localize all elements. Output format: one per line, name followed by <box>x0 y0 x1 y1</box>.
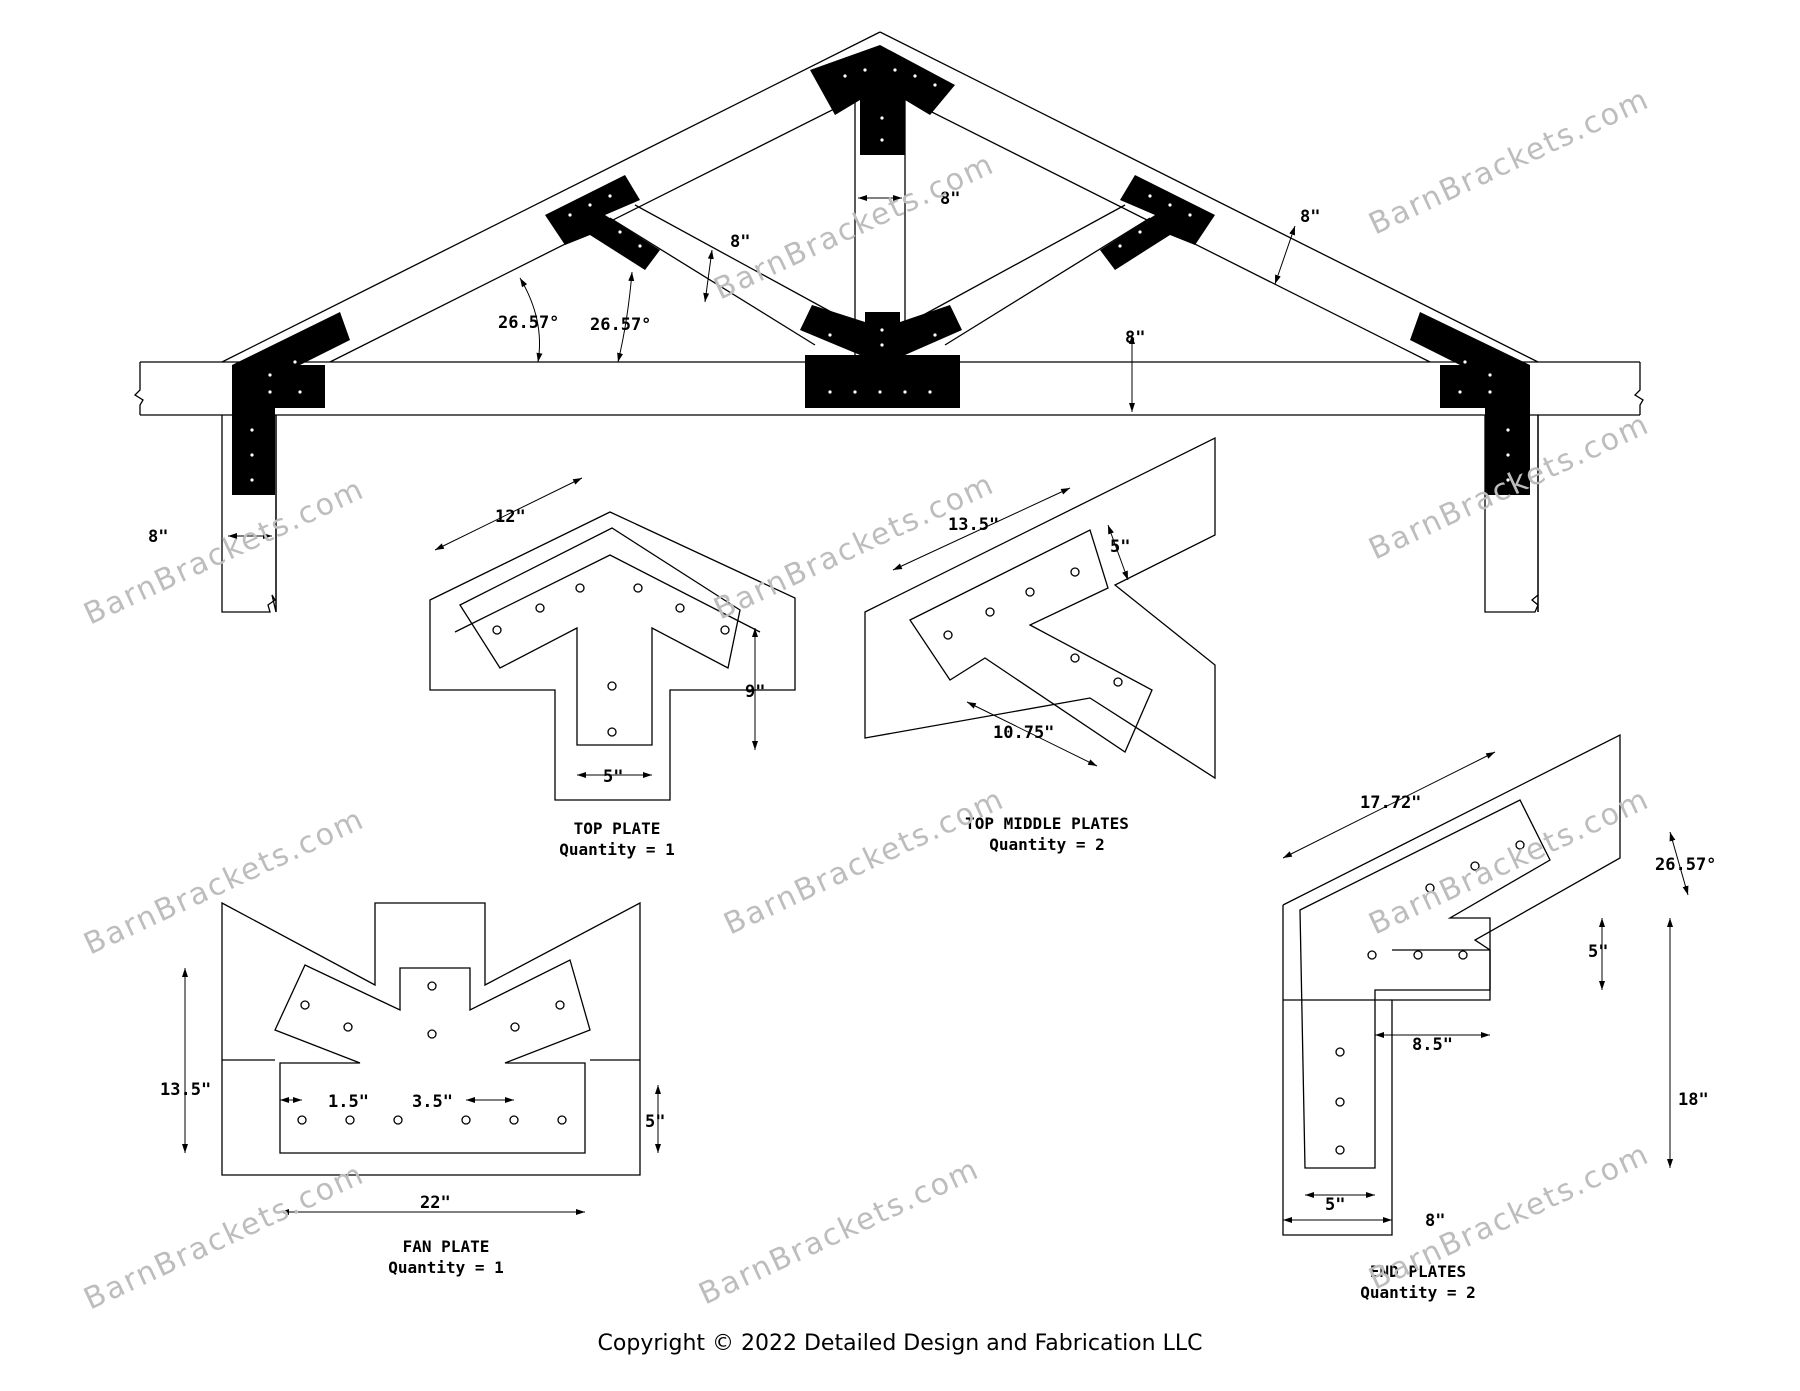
top-middle-short-label: 5" <box>1110 537 1130 557</box>
dim-king-post: 8" <box>940 189 960 209</box>
truss-top-middle-plate-left <box>545 175 660 270</box>
truss-end-plate-right <box>1410 312 1530 495</box>
fan-plate-band-label: 5" <box>645 1112 665 1132</box>
top-plate-holes <box>492 583 730 737</box>
watermark: BarnBrackets.com <box>79 1156 371 1317</box>
dim-angle-b: 26.57° <box>590 315 651 335</box>
top-middle-long-label: 13.5" <box>948 515 999 535</box>
top-plate-width-label: 12" <box>495 507 526 527</box>
top-middle-leg-label: 10.75" <box>993 723 1054 743</box>
top-plate-height-label: 9" <box>745 682 765 702</box>
truss-brackets <box>232 45 1530 495</box>
top-middle-plate-holes <box>943 567 1123 687</box>
watermark: BarnBrackets.com <box>79 471 371 632</box>
end-plate-top-label: 17.72" <box>1360 793 1421 813</box>
truss-top-plate <box>810 45 955 155</box>
end-plate-leg-label: 5" <box>1325 1195 1345 1215</box>
truss-top-middle-plate-right <box>1100 175 1215 270</box>
watermark: BarnBrackets.com <box>1364 81 1656 242</box>
fan-plate-height-label: 13.5" <box>160 1080 211 1100</box>
top-middle-title: TOP MIDDLE PLATES <box>965 814 1129 833</box>
top-plate-outline <box>459 527 741 746</box>
end-plate-arm-label: 5" <box>1588 942 1608 962</box>
end-plate-detail <box>1282 733 1621 1236</box>
dim-left-post: 8" <box>148 527 168 547</box>
top-middle-plate-dims <box>892 487 1129 767</box>
watermark: BarnBrackets.com <box>79 801 371 962</box>
end-plate-dims <box>1282 751 1689 1223</box>
top-plate-detail <box>429 511 796 801</box>
truss-dimension-lines <box>228 195 1296 539</box>
top-middle-plate-outline <box>909 529 1153 753</box>
truss-end-plate-left <box>232 312 350 495</box>
top-middle-plate-detail <box>864 436 1216 780</box>
watermarks: BarnBrackets.com BarnBrackets.com BarnBr… <box>79 81 1656 1317</box>
end-plate-angle-label: 26.57° <box>1655 855 1716 875</box>
dim-tie-beam: 8" <box>1125 328 1145 348</box>
fan-plate-edge-label: 1.5" <box>328 1092 369 1112</box>
top-plate-title: TOP PLATE <box>574 819 661 838</box>
end-plate-mid-label: 8.5" <box>1412 1035 1453 1055</box>
watermark: BarnBrackets.com <box>719 781 1011 942</box>
truss-dimension-labels: 8" 8" 8" 8" 8" 26.57° 26.57° <box>148 189 1320 547</box>
fan-plate-dims <box>182 968 661 1215</box>
fan-plate-outline <box>274 959 591 1154</box>
truss-fan-plate <box>800 305 962 408</box>
end-plate-post-label: 8" <box>1425 1211 1445 1231</box>
top-plate-qty: Quantity = 1 <box>559 840 675 859</box>
watermark: BarnBrackets.com <box>709 466 1001 627</box>
watermark: BarnBrackets.com <box>1364 1136 1656 1297</box>
fan-plate-detail <box>221 901 641 1176</box>
fan-plate-qty: Quantity = 1 <box>388 1258 504 1277</box>
fan-plate-title: FAN PLATE <box>403 1237 490 1256</box>
end-plate-qty: Quantity = 2 <box>1360 1283 1476 1302</box>
end-plate-height-label: 18" <box>1678 1090 1709 1110</box>
fan-plate-width-label: 22" <box>420 1193 451 1213</box>
dim-web: 8" <box>730 232 750 252</box>
end-plate-holes <box>1335 840 1525 1155</box>
truss-bolts <box>250 68 1510 482</box>
watermark: BarnBrackets.com <box>694 1151 986 1312</box>
end-plate-title: END PLATES <box>1370 1262 1466 1281</box>
top-plate-leg-label: 5" <box>603 767 623 787</box>
end-plate-outline <box>1299 799 1551 1169</box>
fan-plate-holes <box>297 981 567 1125</box>
copyright-notice: Copyright © 2022 Detailed Design and Fab… <box>598 1331 1203 1356</box>
top-middle-qty: Quantity = 2 <box>989 835 1105 854</box>
dim-angle-a: 26.57° <box>498 313 559 333</box>
fan-plate-spacing-label: 3.5" <box>412 1092 453 1112</box>
top-plate-dims <box>434 477 758 778</box>
dim-right-rafter: 8" <box>1300 207 1320 227</box>
